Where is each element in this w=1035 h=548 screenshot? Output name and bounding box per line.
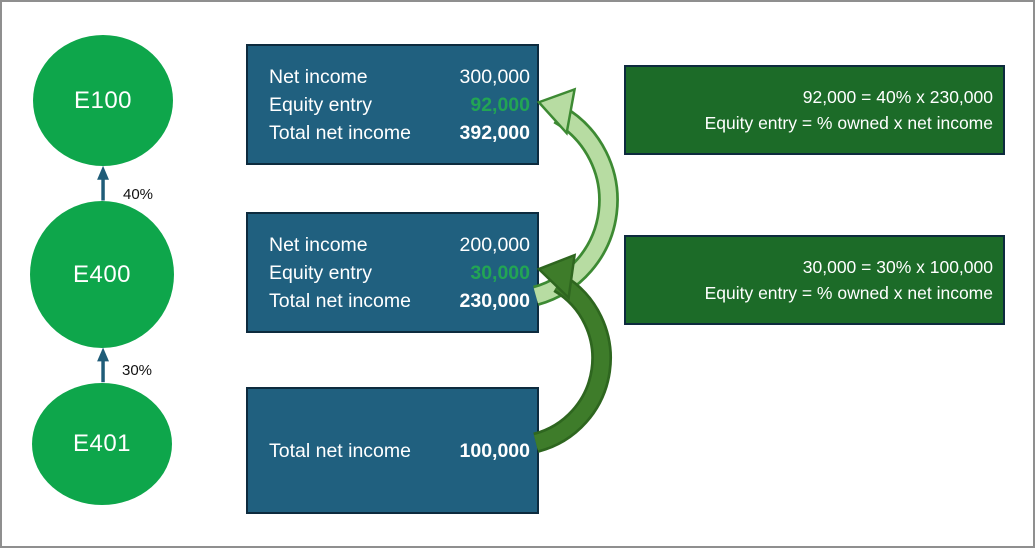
- income-row-label: Net income: [269, 233, 368, 256]
- income-row: Total net income 100,000: [248, 437, 537, 465]
- income-box-e100: Net income 300,000 Equity entry 92,000 T…: [246, 44, 539, 165]
- income-row-label: Total net income: [269, 121, 411, 144]
- curved-arrow-e400-total-to-e100-equity: [532, 87, 619, 306]
- entity-circle-e401: E401: [32, 383, 172, 505]
- entity-label-e100: E100: [73, 86, 133, 114]
- ownership-arrow-e401-to-e400: [97, 347, 110, 383]
- income-row: Equity entry 30,000: [248, 259, 537, 287]
- ownership-arrow-e400-to-e100: [97, 165, 110, 201]
- income-row-value: 230,000: [459, 289, 531, 312]
- equity-callout-bottom: 30,000 = 30% x 100,000 Equity entry = % …: [624, 235, 1005, 325]
- curved-arrow-head-icon: [536, 87, 577, 136]
- income-row: Net income 300,000: [248, 63, 537, 91]
- income-row-label: Equity entry: [269, 261, 372, 284]
- income-row-label: Net income: [269, 65, 368, 88]
- entity-label-e401: E401: [72, 430, 132, 457]
- curved-arrow-head-icon: [536, 253, 577, 301]
- entity-circle-e100: E100: [33, 35, 173, 166]
- entity-label-e400: E400: [72, 260, 132, 288]
- income-row: Total net income 230,000: [248, 287, 537, 315]
- ownership-pct-label-40: 40%: [123, 186, 154, 203]
- income-row: Net income 200,000: [248, 231, 537, 259]
- income-box-e401: Total net income 100,000: [246, 387, 539, 514]
- income-row-value: 200,000: [459, 233, 531, 256]
- equity-entry-value: 92,000: [470, 93, 530, 116]
- income-row: Equity entry 92,000: [248, 91, 537, 119]
- income-row-value: 100,000: [459, 439, 531, 462]
- callout-rule-line: Equity entry = % owned x net income: [704, 113, 993, 133]
- equity-entry-value: 30,000: [470, 261, 530, 284]
- ownership-pct-label-30: 30%: [122, 362, 153, 379]
- equity-callout-top: 92,000 = 40% x 230,000 Equity entry = % …: [624, 65, 1005, 155]
- income-row: Total net income 392,000: [248, 119, 537, 147]
- curved-arrow-e401-total-to-e400-equity: [533, 253, 612, 453]
- arrow-up-icon: [97, 165, 110, 180]
- income-row-label: Total net income: [269, 439, 411, 462]
- income-row-label: Total net income: [269, 289, 411, 312]
- callout-formula-line: 30,000 = 30% x 100,000: [802, 257, 993, 277]
- income-row-value: 392,000: [459, 121, 531, 144]
- entity-circle-e400: E400: [30, 201, 174, 348]
- arrow-up-icon: [97, 347, 110, 362]
- income-row-value: 300,000: [459, 65, 531, 88]
- income-box-e400: Net income 200,000 Equity entry 30,000 T…: [246, 212, 539, 333]
- income-row-label: Equity entry: [269, 93, 372, 116]
- callout-formula-line: 92,000 = 40% x 230,000: [802, 87, 993, 107]
- callout-rule-line: Equity entry = % owned x net income: [704, 283, 993, 303]
